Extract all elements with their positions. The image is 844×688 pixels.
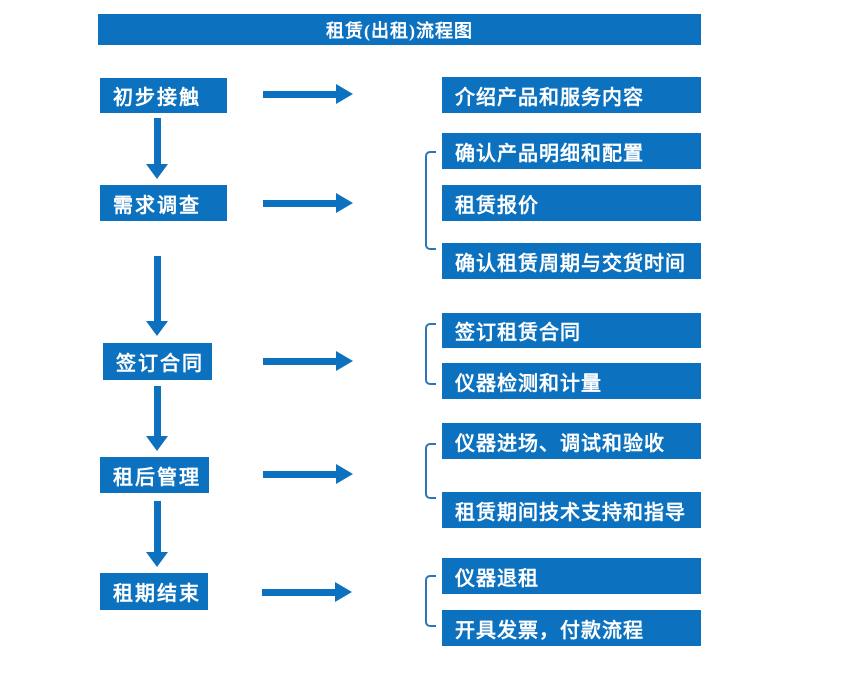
detail-box-sign-rental-contract: 签订租赁合同 <box>442 313 701 348</box>
right-arrow-icon <box>262 582 352 602</box>
down-arrow-icon <box>146 118 168 179</box>
stage-box-demand-survey: 需求调查 <box>100 185 227 221</box>
detail-box-instrument-setup: 仪器进场、调试和验收 <box>442 423 701 459</box>
detail-box-tech-support: 租赁期间技术支持和指导 <box>442 492 701 528</box>
detail-box-instrument-testing: 仪器检测和计量 <box>442 363 701 399</box>
group-bracket <box>425 443 436 499</box>
detail-box-instrument-return: 仪器退租 <box>442 558 701 594</box>
detail-box-introduce-products: 介绍产品和服务内容 <box>442 77 701 113</box>
detail-box-rental-quote: 租赁报价 <box>442 185 701 221</box>
right-arrow-icon <box>263 193 353 213</box>
right-arrow-icon <box>263 464 353 484</box>
detail-box-confirm-details: 确认产品明细和配置 <box>442 133 701 169</box>
group-bracket <box>425 323 436 385</box>
detail-box-confirm-period: 确认租赁周期与交货时间 <box>442 243 701 279</box>
stage-box-rental-end: 租期结束 <box>100 573 208 610</box>
down-arrow-icon <box>146 386 168 451</box>
right-arrow-icon <box>263 351 353 371</box>
down-arrow-icon <box>146 256 168 336</box>
chart-title: 租赁(出租)流程图 <box>98 14 701 45</box>
down-arrow-icon <box>146 501 168 567</box>
stage-box-sign-contract: 签订合同 <box>103 343 212 380</box>
group-bracket <box>425 575 436 627</box>
stage-box-initial-contact: 初步接触 <box>100 78 227 113</box>
group-bracket <box>425 151 436 250</box>
detail-box-invoice-payment: 开具发票，付款流程 <box>442 610 701 646</box>
right-arrow-icon <box>263 84 353 104</box>
stage-box-post-rental-mgmt: 租后管理 <box>100 457 209 493</box>
